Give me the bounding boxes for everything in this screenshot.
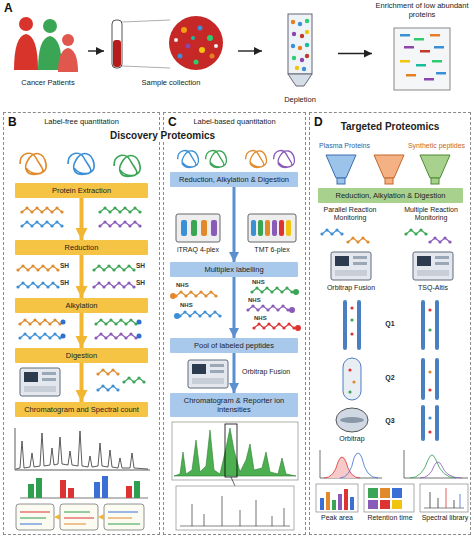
figure-label: NHS (248, 297, 261, 304)
figure-label: Peak area (312, 514, 362, 522)
figure-label: SH (136, 279, 145, 286)
depletion-node: Depletion (262, 10, 338, 105)
patients-node: Cancer Patients (8, 14, 88, 88)
flow-arrow (238, 50, 262, 51)
flow-arrow (233, 277, 236, 338)
figure-label: SH (136, 262, 145, 269)
panel-heading: Label-free quantitation (4, 117, 159, 126)
panel-heading: Label-based quantitation (164, 117, 305, 126)
figure-label: Orbitrap Fusion (312, 284, 390, 292)
flow-arrow (338, 53, 372, 54)
blood-sample-icon (112, 16, 223, 70)
figure-label: Orbitrap Fusion (242, 368, 290, 376)
figure-label: Synthetic peptides (404, 142, 469, 150)
node-text: Pool of labeled peptides (174, 341, 294, 350)
figure-label: Spectral library (419, 514, 471, 522)
figure-label: Parallel Reaction Monitoring (312, 206, 388, 221)
figure-label: NHS (252, 279, 265, 286)
figure-label: NHS (254, 315, 267, 322)
node-text: Protein Extraction (19, 186, 144, 195)
node-text: Chromatogram & Reporter ion intensities (174, 396, 294, 414)
figure-label: Retention time (362, 514, 418, 522)
node-text: Reduction, Alkylation & Digestion (322, 191, 459, 200)
node-text: Chromatogram and Spectral count (19, 405, 144, 414)
panel-letter: D (314, 115, 323, 129)
figure-label: iTRAQ 4-plex (172, 246, 224, 254)
process-box: Digestion (15, 348, 148, 363)
node-text: Enrichment of low abundant proteins (372, 2, 472, 19)
flow-arrow (80, 255, 84, 298)
label-based-illustration (170, 151, 301, 530)
flow-arrow (80, 313, 84, 348)
figure-label: Q2 (383, 374, 397, 382)
node-text: Digestion (19, 351, 144, 360)
figure-label: Discovery Proteomics (107, 130, 218, 141)
flow-arrow (233, 187, 236, 262)
patients-icon (14, 17, 78, 72)
node-text: Cancer Patients (21, 79, 74, 88)
panel-letter: C (168, 115, 177, 129)
process-box: Reduction, Alkylation & Digestion (318, 188, 463, 203)
node-text: Sample collection (142, 79, 201, 88)
panel-box: CLabel-based quantitationReduction, Alky… (163, 112, 306, 535)
flow-arrow (80, 198, 84, 240)
depletion-column-icon (288, 14, 312, 86)
figure-label: Plasma Proteins (312, 142, 377, 150)
panel-letter: B (8, 115, 17, 129)
process-box: Protein Extraction (15, 183, 148, 198)
figure-label: SH (60, 262, 69, 269)
figure-label: Orbitrap (327, 435, 377, 443)
process-box: Pool of labeled peptides (170, 338, 298, 353)
figure-label: NHS (176, 282, 189, 289)
sample-node: Sample collection (104, 14, 238, 88)
node-text: Depletion (284, 96, 316, 105)
flow-arrow (88, 50, 104, 51)
figure-label: TSQ-Altis (394, 284, 472, 292)
figure-label: Q3 (383, 417, 397, 425)
process-box: Alkylation (15, 298, 148, 313)
enriched-gel-icon (394, 28, 450, 90)
panel-box: BLabel-free quantitationProtein Extracti… (3, 112, 160, 535)
panel-heading: Targeted Proteomics (310, 121, 470, 132)
figure-label: SH (60, 279, 69, 286)
process-box: Multiplex labelling (170, 262, 298, 277)
figure-label: Q1 (383, 320, 397, 328)
figure-label: A (4, 2, 13, 15)
process-box: Chromatogram and Spectral count (15, 402, 148, 417)
node-text: Alkylation (19, 301, 144, 310)
flow-arrow (80, 363, 84, 402)
enrichment-node: Enrichment of low abundant proteins (372, 2, 472, 97)
node-text: Multiplex labelling (174, 265, 294, 274)
node-text: Reduction (19, 243, 144, 252)
node-text: Reduction, Alkylation & Digestion (174, 175, 294, 184)
label-free-illustration (15, 153, 150, 530)
figure-label: NHS (180, 302, 193, 309)
process-box: Chromatogram & Reporter ion intensities (170, 393, 298, 417)
flow-arrow (233, 353, 236, 393)
figure-label: Multiple Reaction Monitoring (393, 206, 469, 221)
process-box: Reduction (15, 240, 148, 255)
figure-label: TMT 6-plex (246, 246, 298, 254)
process-box: Reduction, Alkylation & Digestion (170, 172, 298, 187)
